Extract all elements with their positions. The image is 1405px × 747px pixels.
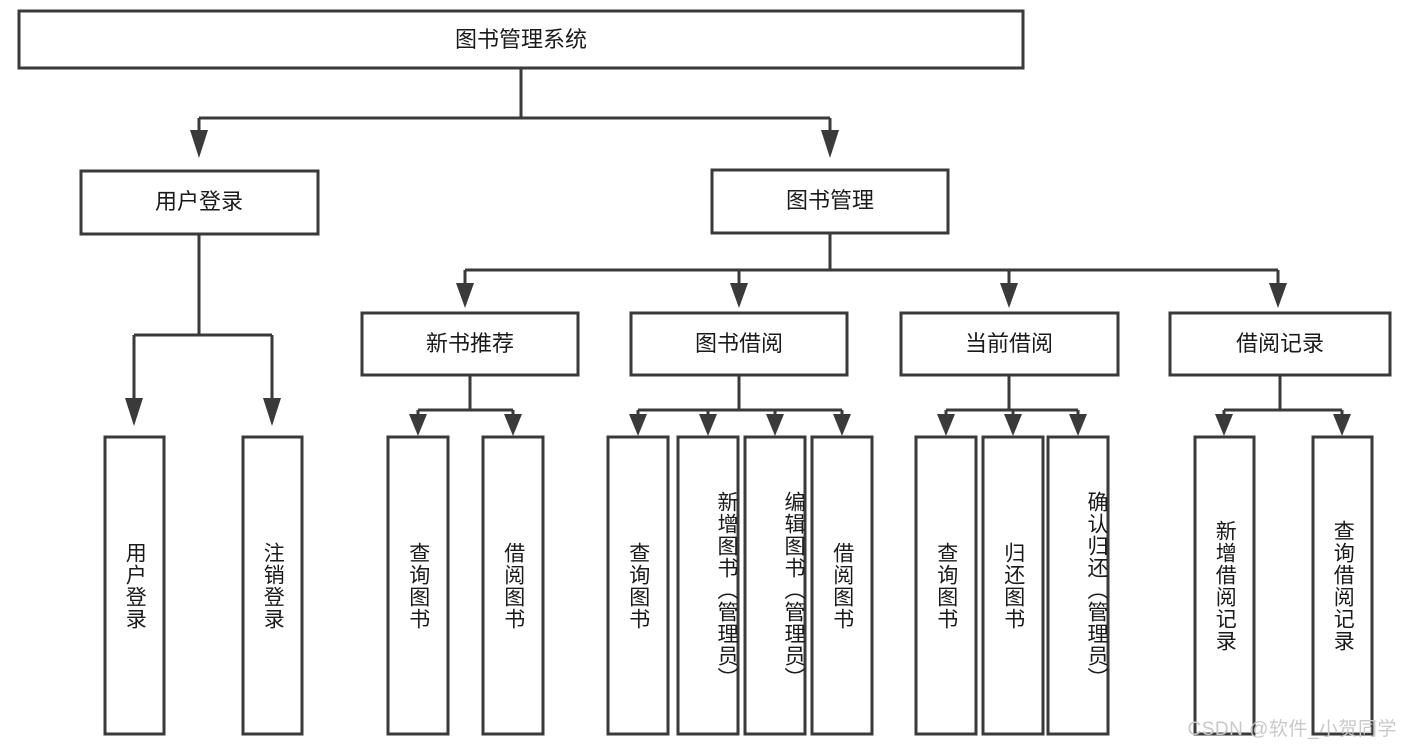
connector-group-current-borrow [937, 375, 1087, 436]
leaf-query-borrow-record-rect[interactable] [1311, 435, 1374, 736]
node-user-login-rect[interactable] [79, 169, 320, 236]
node-current-borrow[interactable]: 当前借阅 [899, 311, 1120, 377]
leaf-query-book-current-rect[interactable] [914, 435, 978, 736]
node-root-rect[interactable] [17, 9, 1025, 70]
arrowhead-leaf-user-login [125, 398, 143, 426]
leaf-add-borrow-record-rect[interactable] [1193, 435, 1256, 736]
node-root-label: 图书管理系统 [455, 27, 587, 52]
arrowhead-leaf-return-book [1004, 414, 1022, 436]
leaf-borrow-book-new-rect[interactable] [481, 435, 545, 736]
arrowhead-leaf-logout [263, 398, 281, 426]
leaf-add-book-admin-rect[interactable] [676, 435, 740, 736]
node-borrow-record-label: 借阅记录 [1236, 331, 1324, 356]
arrowhead-leaf-query-borrow-record [1333, 414, 1351, 436]
node-current-borrow-label: 当前借阅 [965, 331, 1053, 356]
arrowhead-leaf-add-book-admin [699, 414, 717, 436]
connector-group-book-management [456, 233, 1287, 308]
arrowhead-leaf-add-borrow-record [1215, 414, 1233, 436]
leaf-borrow-book-rect[interactable] [810, 435, 874, 736]
arrowhead-leaf-borrow-book-new [504, 414, 522, 436]
leaf-return-book-rect[interactable] [981, 435, 1045, 736]
node-current-borrow-rect[interactable] [899, 311, 1120, 377]
arrowhead-leaf-query-book-current [937, 414, 955, 436]
node-user-login[interactable]: 用户登录 [79, 169, 320, 236]
arrowhead-leaf-query-book-new [409, 414, 427, 436]
leaf-logout-rect[interactable] [241, 435, 304, 736]
node-book-borrow[interactable]: 图书借阅 [629, 311, 849, 377]
node-new-book-recommend[interactable]: 新书推荐 [360, 311, 580, 377]
arrowhead-book-borrow [730, 283, 748, 308]
node-borrow-record[interactable]: 借阅记录 [1168, 311, 1392, 377]
connector-group-user-login [125, 234, 281, 426]
arrowhead-leaf-edit-book-admin [766, 414, 784, 436]
arrowhead-leaf-borrow-book [833, 414, 851, 436]
leaf-edit-book-admin-rect[interactable] [743, 435, 807, 736]
leaf-user-login-rect[interactable] [103, 435, 166, 736]
arrowhead-leaf-confirm-return-admin [1069, 414, 1087, 436]
arrowhead-leaf-query-book-borrow [629, 414, 647, 436]
csdn-watermark: CSDN @软件_小贺同学 [1187, 719, 1397, 740]
node-new-book-recommend-label: 新书推荐 [426, 331, 514, 356]
leaf-query-book-new-rect[interactable] [386, 435, 450, 736]
node-borrow-record-rect[interactable] [1168, 311, 1392, 377]
node-root[interactable]: 图书管理系统 [17, 9, 1025, 70]
arrowhead-new-book-recommend [456, 283, 474, 308]
arrowhead-user-login [190, 130, 208, 158]
node-book-management-label: 图书管理 [786, 188, 874, 213]
node-user-login-label: 用户登录 [155, 189, 243, 214]
connector-group-borrow-record [1215, 375, 1351, 436]
node-book-borrow-label: 图书借阅 [695, 331, 783, 356]
connector-group-new-book-recommend [409, 375, 522, 436]
node-book-borrow-rect[interactable] [629, 311, 849, 377]
connector-group-book-borrow [629, 375, 851, 436]
node-new-book-recommend-rect[interactable] [360, 311, 580, 377]
arrowhead-borrow-record [1269, 283, 1287, 308]
connector-group-root [190, 68, 839, 158]
node-book-management[interactable]: 图书管理 [710, 168, 950, 235]
arrowhead-book-management [821, 130, 839, 158]
leaf-query-book-borrow-rect[interactable] [606, 435, 670, 736]
node-book-management-rect[interactable] [710, 168, 950, 235]
arrowhead-current-borrow [1000, 283, 1018, 308]
leaf-confirm-return-admin-rect[interactable] [1046, 435, 1110, 736]
